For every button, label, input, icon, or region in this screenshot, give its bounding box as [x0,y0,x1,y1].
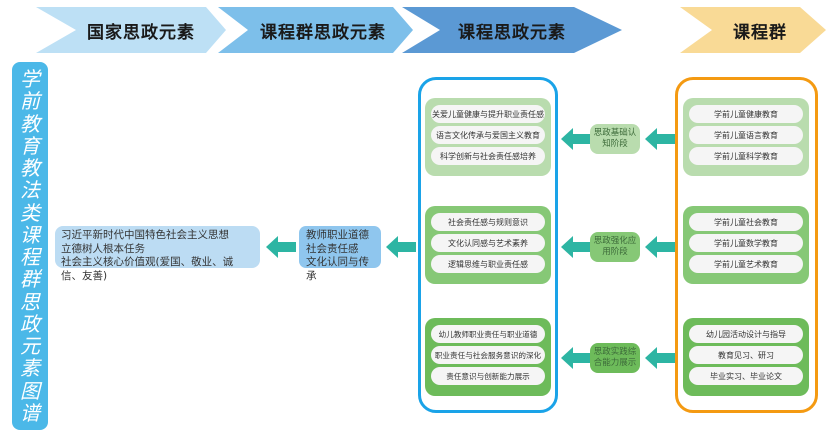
vertical-title-char: 学 [20,67,40,92]
stage-label-3: 思政实践综合能力展示 [590,343,640,373]
arrow-left-icon [561,236,591,258]
course-item: 学前儿童数学教育 [689,234,803,252]
vertical-title-char: 政 [20,311,40,336]
course-group-frame [675,77,818,413]
arrow-left-icon [645,347,675,369]
arrow-left-icon [266,236,296,258]
national-element-line: 习近平新时代中国特色社会主义思想 [61,229,229,241]
course-elements-group-2: 社会责任感与规则意识 文化认同感与艺术素养 逻辑思维与职业责任感 [425,206,551,284]
chevron-course-elements-label: 课程思政元素 [458,22,566,43]
course-element-item: 语言文化传承与爱国主义教育 [431,126,545,144]
stage-label-2: 思政强化应用阶段 [590,232,640,262]
course-element-item: 责任意识与创新能力展示 [431,367,545,385]
course-elements-frame [418,77,558,413]
course-item: 学前儿童社会教育 [689,213,803,231]
vertical-title-char: 群 [20,267,40,292]
course-element-item: 职业责任与社会服务意识的深化 [431,346,545,364]
vertical-title: 学前教育教法类课程群思政元素图谱 [12,62,48,430]
course-element-item: 社会责任感与规则意识 [431,213,545,231]
course-group-group-1: 学前儿童健康教育 学前儿童语言教育 学前儿童科学教育 [683,98,809,176]
chevron-course-elements: 课程思政元素 [402,7,622,53]
vertical-title-char: 谱 [20,400,40,425]
vertical-title-char: 类 [20,200,40,225]
chevron-shape [218,7,413,53]
chevron-shape [36,7,226,53]
vertical-title-char: 素 [20,356,40,381]
course-element-item: 逻辑思维与职业责任感 [431,255,545,273]
course-group-element-line: 教师职业道德 [306,229,369,241]
chevron-national: 国家思政元素 [36,7,226,53]
course-group-group-3: 幼儿园活动设计与指导 教育见习、研习 毕业实习、毕业论文 [683,318,809,396]
course-item: 幼儿园活动设计与指导 [689,325,803,343]
vertical-title-char: 教 [20,156,40,181]
course-elements-group-1: 关爱儿童健康与提升职业责任感 语言文化传承与爱国主义教育 科学创新与社会责任感培… [425,98,551,176]
national-element-line: 立德树人根本任务 [61,242,145,255]
course-item: 学前儿童语言教育 [689,126,803,144]
course-item: 学前儿童科学教育 [689,147,803,165]
course-elements-group-3: 幼儿教师职业责任与职业道德 职业责任与社会服务意识的深化 责任意识与创新能力展示 [425,318,551,396]
course-item: 教育见习、研习 [689,346,803,364]
arrow-left-icon [645,236,675,258]
arrow-left-icon [561,347,591,369]
chevron-course-group-label: 课程群 [733,22,787,43]
national-elements-box: 习近平新时代中国特色社会主义思想 立德树人根本任务 社会主义核心价值观(爱国、敬… [55,226,260,282]
national-element-line: 社会主义核心价值观(爱国、敬业、诚信、友善) [61,256,234,282]
arrow-left-icon [386,236,416,258]
course-item: 学前儿童健康教育 [689,105,803,123]
vertical-title-char: 元 [20,334,40,359]
chevron-shape [680,7,826,53]
course-element-item: 文化认同感与艺术素养 [431,234,545,252]
chevron-course-group-elements-label: 课程群思政元素 [260,22,386,43]
vertical-title-char: 课 [20,222,40,247]
course-group-group-2: 学前儿童社会教育 学前儿童数学教育 学前儿童艺术教育 [683,206,809,284]
vertical-title-char: 教 [20,111,40,136]
chevron-course-group-elements: 课程群思政元素 [218,7,413,53]
course-item: 学前儿童艺术教育 [689,255,803,273]
course-group-element-line: 文化认同与传承 [306,256,369,282]
vertical-title-char: 育 [20,133,40,158]
arrow-left-icon [645,128,675,150]
vertical-title-char: 程 [20,245,40,270]
vertical-title-char: 图 [20,378,40,403]
course-element-item: 幼儿教师职业责任与职业道德 [431,325,545,343]
stage-label-1: 思政基础认知阶段 [590,124,640,154]
chevron-course-group: 课程群 [680,7,826,53]
course-item: 毕业实习、毕业论文 [689,367,803,385]
chevron-national-label: 国家思政元素 [87,22,195,43]
course-group-elements-box: 教师职业道德 社会责任感 文化认同与传承 [299,226,381,282]
vertical-title-char: 前 [20,89,40,114]
course-element-item: 关爱儿童健康与提升职业责任感 [431,105,545,123]
chevron-shape [402,7,622,53]
arrow-left-icon [561,128,591,150]
course-group-element-line: 社会责任感 [306,242,359,255]
vertical-title-char: 法 [20,178,40,203]
vertical-title-char: 思 [20,289,40,314]
course-element-item: 科学创新与社会责任感培养 [431,147,545,165]
